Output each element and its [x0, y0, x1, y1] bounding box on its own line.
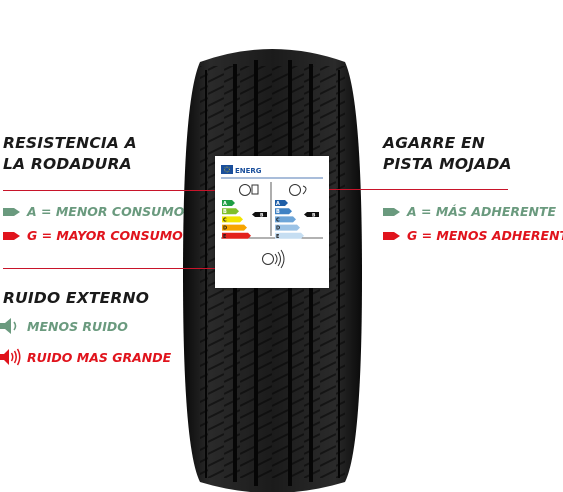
- rolling-resistance-title-line1: RESISTENCIA A: [3, 134, 137, 152]
- grip-bar-label: E: [276, 234, 280, 240]
- speaker-loud-icon: [0, 348, 21, 366]
- external-noise-low: MENOS RUIDO: [0, 317, 128, 335]
- rolling-resistance-worst-text: G = MAYOR CONSUMO: [27, 228, 183, 243]
- grip-bar-c: [275, 216, 296, 223]
- arrow-right-icon: [3, 231, 20, 240]
- fuel-bar-a: [222, 200, 235, 206]
- rolling-resistance-title-line2: LA RODADURA: [3, 155, 132, 173]
- wet-grip-best: A = MÁS ADHERENTE: [383, 204, 556, 219]
- svg-text:B: B: [260, 213, 264, 219]
- fuel-pump-icon: [239, 184, 259, 196]
- fuel-bar-b: [222, 208, 239, 215]
- fuel-bar-d: [222, 224, 247, 231]
- grip-bar-b: [275, 208, 292, 215]
- speaker-low-icon: [0, 318, 17, 334]
- arrow-right-icon: [3, 207, 20, 216]
- rolling-resistance-best: A = MENOR CONSUMO: [3, 204, 184, 219]
- grip-bar-label: D: [276, 226, 280, 232]
- fuel-bar-label: C: [223, 217, 227, 223]
- rolling-resistance-title: RESISTENCIA A LA RODADURA: [3, 133, 137, 175]
- wet-grip-title: AGARRE EN PISTA MOJADA: [383, 133, 512, 175]
- wet-grip-title-line2: PISTA MOJADA: [383, 155, 512, 173]
- rolling-resistance-rule: [3, 190, 215, 191]
- eu-flag-icon: [221, 165, 233, 174]
- fuel-bar-c: [222, 216, 243, 223]
- fuel-bar-label: A: [223, 201, 227, 207]
- fuel-bar-label: D: [223, 226, 227, 232]
- rolling-resistance-best-text: A = MENOR CONSUMO: [27, 204, 185, 219]
- noise-speaker-icon: [262, 249, 285, 269]
- wet-grip-best-text: A = MÁS ADHERENTE: [407, 204, 557, 219]
- external-noise-high: RUIDO MAS GRANDE: [0, 348, 171, 366]
- external-noise-rule: [3, 268, 215, 269]
- grip-bar-e: [275, 232, 304, 239]
- grip-bar-label: B: [276, 209, 280, 215]
- arrow-right-icon: [383, 231, 400, 240]
- grip-bar-d: [275, 224, 300, 231]
- wet-grip-icon: [289, 184, 307, 196]
- eu-label-brand: ENERG: [235, 167, 262, 175]
- fuel-bar-e: [222, 232, 251, 239]
- grip-bar-label: A: [276, 201, 280, 207]
- grip-bar-label: C: [276, 217, 280, 223]
- wet-grip-rule: [329, 189, 508, 190]
- fuel-bar-label: B: [223, 209, 227, 215]
- external-noise-high-text: RUIDO MAS GRANDE: [27, 349, 172, 365]
- wet-grip-title-line1: AGARRE EN: [383, 134, 485, 152]
- fuel-bar-label: E: [223, 234, 227, 240]
- svg-text:B: B: [312, 213, 316, 219]
- fuel-class-marker: [252, 212, 267, 217]
- rolling-resistance-worst: G = MAYOR CONSUMO: [3, 228, 183, 243]
- grip-class-marker: [304, 212, 319, 217]
- grip-bar-a: [275, 200, 288, 206]
- arrow-right-icon: [383, 207, 400, 216]
- wet-grip-worst: G = MENOS ADHERENTE: [383, 228, 563, 243]
- external-noise-title: RUIDO EXTERNO: [3, 289, 150, 307]
- wet-grip-worst-text: G = MENOS ADHERENTE: [407, 228, 563, 243]
- external-noise-low-text: MENOS RUIDO: [27, 318, 128, 334]
